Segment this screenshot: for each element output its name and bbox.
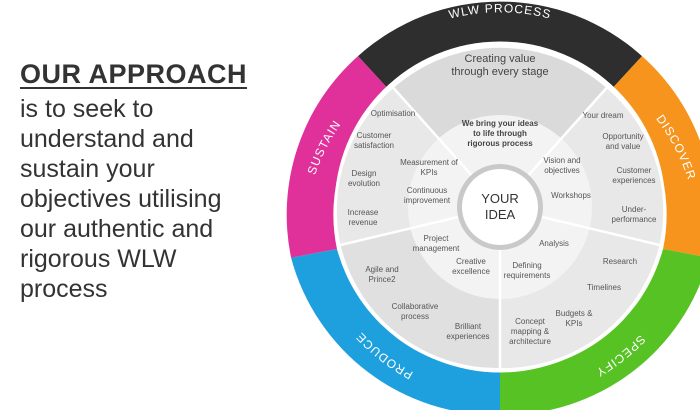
- produce-outer-items: Agile and Prince2 Collaborative process …: [365, 265, 489, 341]
- inner-top-text: We bring your ideas to life through rigo…: [462, 119, 539, 148]
- specify-item: architecture: [509, 337, 551, 346]
- discover-inner-item: Vision and: [543, 156, 580, 165]
- sustain-inner-items: Measurement of KPIs Continuous improveme…: [400, 158, 459, 205]
- approach-line: rigorous WLW: [20, 245, 177, 273]
- discover-item: experiences: [612, 176, 655, 185]
- specify-item: Research: [603, 257, 637, 266]
- approach-text: is to seek to understand and sustain you…: [20, 94, 310, 304]
- specify-item: KPIs: [566, 319, 583, 328]
- inner-top-line: rigorous process: [467, 139, 533, 148]
- ring-discover: [610, 56, 700, 256]
- produce-item: Agile and: [365, 265, 398, 274]
- produce-inner-items: Project management Creative excellence: [413, 234, 491, 276]
- top-segment-text: Creating value through every stage: [451, 53, 548, 78]
- specify-item: Concept: [515, 317, 546, 326]
- produce-inner-item: Project: [424, 234, 450, 243]
- discover-inner-items: Vision and objectives Workshops: [543, 156, 591, 200]
- center-label: YOUR: [481, 191, 519, 206]
- discover-item: Under-: [622, 205, 647, 214]
- center-circle: [462, 169, 538, 245]
- sustain-inner-item: Measurement of: [400, 158, 459, 167]
- specify-outer-items: Research Timelines Budgets & KPIs Concep…: [509, 257, 637, 346]
- specify-item: Budgets &: [556, 309, 594, 318]
- inner-top-line: to life through: [473, 129, 527, 138]
- discover-inner-item: Workshops: [551, 191, 591, 200]
- sustain-item: satisfaction: [354, 141, 394, 150]
- top-segment-line: Creating value: [465, 53, 536, 65]
- sustain-item: revenue: [349, 218, 378, 227]
- discover-item: Customer: [617, 166, 652, 175]
- specify-item: mapping &: [511, 327, 550, 336]
- sustain-item: Increase: [348, 208, 379, 217]
- specify-inner-item: Analysis: [539, 239, 569, 248]
- ring-specify: [500, 248, 700, 410]
- produce-inner-item: excellence: [452, 267, 490, 276]
- sustain-inner-item: Continuous: [407, 186, 447, 195]
- discover-item: Your dream: [582, 111, 623, 120]
- ring-sustain: [286, 56, 390, 258]
- sustain-inner-item: KPIs: [421, 168, 438, 177]
- approach-heading: OUR APPROACH: [20, 59, 248, 89]
- sustain-item: Optimisation: [371, 109, 415, 118]
- produce-item: Prince2: [368, 275, 396, 284]
- specify-item: Timelines: [587, 283, 621, 292]
- approach-line: sustain your: [20, 155, 155, 183]
- approach-line: is to seek to: [20, 95, 154, 123]
- produce-item: Brilliant: [455, 322, 482, 331]
- produce-item: experiences: [446, 332, 489, 341]
- approach-line: understand and: [20, 125, 194, 153]
- specify-inner-item: Defining: [512, 261, 541, 270]
- approach-line: process: [20, 275, 108, 303]
- top-segment-line: through every stage: [451, 66, 548, 78]
- center-label: IDEA: [485, 207, 516, 222]
- produce-item: Collaborative: [392, 302, 439, 311]
- inner-top-line: We bring your ideas: [462, 119, 539, 128]
- specify-inner-item: requirements: [504, 271, 551, 280]
- sustain-item: Customer: [357, 131, 392, 140]
- discover-inner-item: objectives: [544, 166, 580, 175]
- sustain-inner-item: improvement: [404, 196, 451, 205]
- discover-item: performance: [612, 215, 657, 224]
- produce-item: process: [401, 312, 429, 321]
- specify-inner-items: Analysis Defining requirements: [504, 239, 569, 280]
- discover-item: Opportunity: [602, 132, 643, 141]
- discover-item: and value: [606, 142, 641, 151]
- sustain-outer-items: Optimisation Customer satisfaction Desig…: [348, 109, 416, 227]
- produce-inner-item: Creative: [456, 257, 486, 266]
- approach-line: objectives utilising: [20, 185, 222, 213]
- sustain-item: Design: [352, 169, 377, 178]
- approach-line: our authentic and: [20, 215, 214, 243]
- discover-outer-items: Your dream Opportunity and value Custome…: [582, 111, 657, 224]
- intro-block: OUR APPROACH is to seek to understand an…: [20, 58, 310, 304]
- produce-inner-item: management: [413, 244, 460, 253]
- ring-produce: [291, 248, 500, 410]
- title-label: WLW PROCESS: [447, 1, 553, 21]
- sustain-item: evolution: [348, 179, 380, 188]
